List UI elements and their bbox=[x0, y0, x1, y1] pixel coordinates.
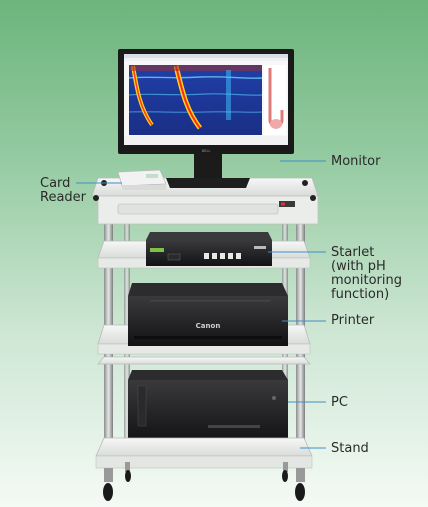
starlet-device bbox=[146, 232, 272, 266]
label-pc: PC bbox=[331, 395, 348, 410]
pc-device bbox=[128, 370, 288, 443]
callout-lines bbox=[76, 160, 326, 449]
label-monitor: Monitor bbox=[331, 154, 381, 169]
label-printer: Printer bbox=[331, 313, 375, 328]
printer-device: Canon bbox=[128, 283, 288, 346]
label-starlet: Starlet (with pH monitoring function) bbox=[331, 246, 402, 302]
label-starlet-line: Starlet bbox=[331, 245, 375, 260]
cart-shelf-4 bbox=[97, 356, 311, 365]
monitor-device: DELL bbox=[118, 49, 294, 188]
cart-bottom-shelf bbox=[95, 437, 313, 469]
label-card-reader-line: Card bbox=[40, 176, 71, 191]
monitor-brand-text: DELL bbox=[202, 149, 211, 153]
label-starlet-line: (with pH bbox=[331, 259, 386, 274]
label-card-reader-line: Reader bbox=[40, 190, 87, 205]
label-card-reader: Card Reader bbox=[40, 177, 86, 205]
cart-casters bbox=[103, 462, 305, 501]
label-starlet-line: function) bbox=[331, 287, 390, 302]
label-starlet-line: monitoring bbox=[331, 273, 402, 288]
card-reader bbox=[117, 169, 167, 190]
cart-top-shelf bbox=[91, 177, 319, 225]
label-stand: Stand bbox=[331, 441, 369, 456]
printer-brand-text: Canon bbox=[196, 322, 221, 330]
